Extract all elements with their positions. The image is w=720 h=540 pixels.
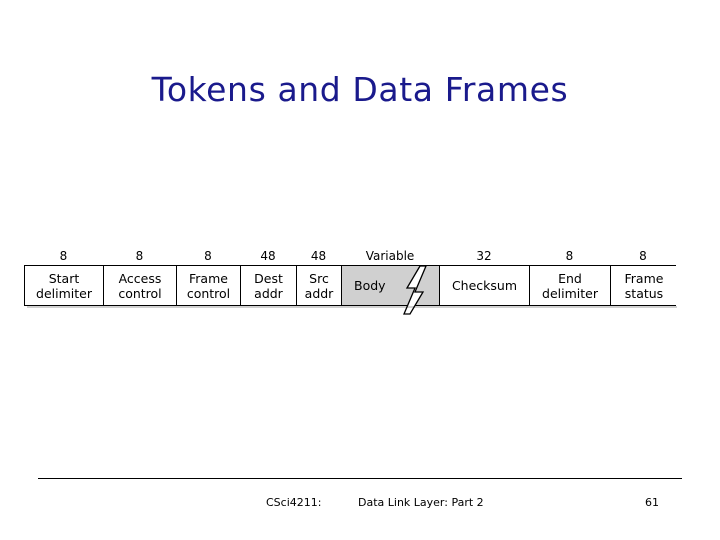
frame-field-label-line2: status [624, 285, 664, 301]
footer-page-number: 61 [645, 496, 659, 509]
bit-width-label: 48 [310, 249, 327, 263]
frame-field-label-line1: Access [118, 270, 162, 286]
frame-field-cell: Checksum [440, 266, 530, 305]
frame-field-label-line1: Body [354, 278, 386, 293]
frame-field-label-line1: Frame [189, 270, 228, 286]
bit-width-label: 8 [639, 249, 647, 263]
bit-width-labels-row: 8 8 8 48 48 Variable 32 8 8 [24, 243, 676, 263]
bit-width-label: Variable [365, 249, 415, 263]
frame-field-label: Checksum [452, 278, 517, 293]
frame-field-label-line2: addr [304, 285, 334, 301]
bit-width-label: 48 [260, 249, 276, 263]
frame-field-label-line1: Src [309, 270, 329, 286]
frame-field-label-line1: End [558, 270, 582, 286]
zigzag-break-symbol [403, 265, 427, 315]
frame-field-cell: Body [342, 265, 440, 315]
bit-width-label: 8 [135, 249, 144, 263]
bit-width-label: 32 [476, 249, 492, 263]
page-title: Tokens and Data Frames [151, 70, 569, 109]
frame-field-label-line1: Checksum [451, 278, 518, 293]
frame-field-label-line2: control [118, 285, 162, 301]
frame-field-label-line1: Start [48, 270, 80, 286]
footer-subject-label: Data Link Layer: Part 2 [358, 496, 484, 509]
frame-field-label-line2: control [186, 285, 231, 301]
frame-field-label-line1: Frame [624, 270, 664, 286]
bit-width-label: 8 [59, 249, 68, 263]
footer-course-label: CSci4211: [266, 496, 322, 509]
frame-field-label-line1: Dest [254, 270, 283, 286]
frame-field-label-line2: addr [254, 285, 283, 301]
bit-width-label: 8 [204, 249, 212, 263]
frame-field-label-line2: delimiter [542, 285, 598, 301]
frame-field-label: Body [354, 278, 386, 293]
footer-divider [38, 478, 682, 479]
frame-field-label-line2: delimiter [36, 285, 92, 301]
bit-width-label: 8 [565, 249, 574, 263]
